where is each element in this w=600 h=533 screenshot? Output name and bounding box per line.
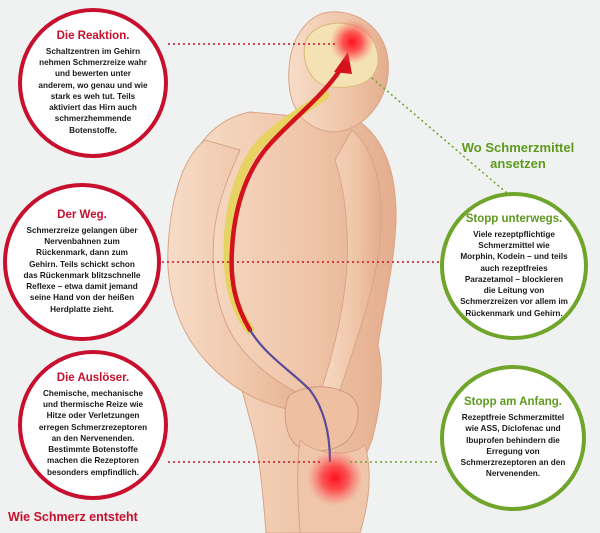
circle-text: Viele rezeptpflichtige Schmerzmittel wie…: [460, 229, 568, 318]
knee-pain-spot: [307, 450, 363, 506]
circle-title: Stopp unterwegs.: [465, 212, 563, 225]
hands: [284, 386, 359, 452]
circle-text: Chemische, mechanische und thermische Re…: [38, 388, 148, 477]
circle-stopp-am-anfang: Stopp am Anfang. Rezeptfreie Schmerzmitt…: [440, 365, 586, 511]
circle-title: Die Reaktion.: [56, 29, 130, 42]
caption: Wie Schmerz entsteht: [8, 510, 138, 524]
circle-title: Der Weg.: [57, 208, 107, 221]
peripheral-nerve: [249, 329, 332, 463]
circle-text: Schaltzentren im Gehirn nehmen Schmerzre…: [38, 46, 148, 135]
circle-die-ausloeser: Die Auslöser. Chemische, mechanische und…: [18, 350, 168, 500]
circle-die-reaktion: Die Reaktion. Schaltzentren im Gehirn ne…: [18, 8, 168, 158]
circle-text: Schmerzreize gelangen über Nervenbahnen …: [23, 225, 141, 314]
circle-title: Die Auslöser.: [56, 371, 130, 384]
circle-stopp-unterwegs: Stopp unterwegs. Viele rezeptpflichtige …: [440, 192, 588, 340]
spinal-cord: [223, 90, 330, 335]
brain-pain-spot: [330, 20, 374, 64]
section-title: Wo Schmerzmittel ansetzen: [461, 140, 575, 172]
circle-text: Rezeptfreie Schmerzmittel wie ASS, Diclo…: [460, 412, 566, 479]
circle-der-weg: Der Weg. Schmerzreize gelangen über Nerv…: [3, 183, 161, 341]
pain-signal-path: [229, 67, 343, 333]
circle-title: Stopp am Anfang.: [464, 396, 562, 409]
